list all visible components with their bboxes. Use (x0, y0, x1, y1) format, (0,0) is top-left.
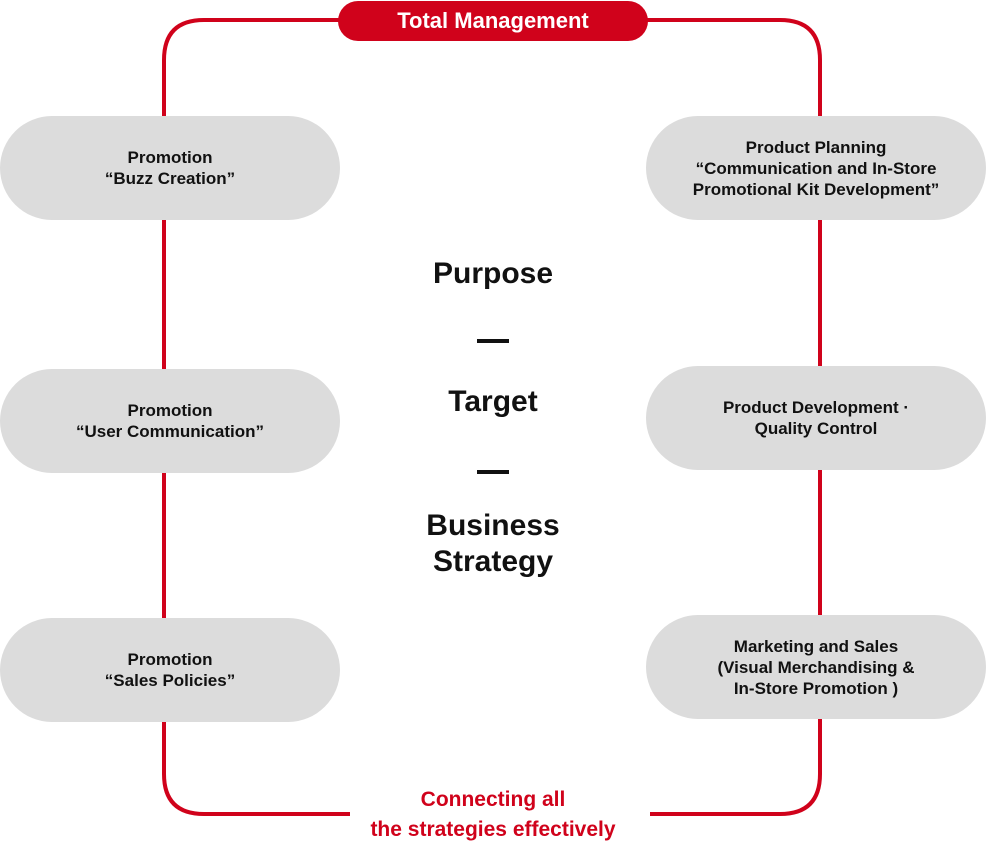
pill-line: Marketing and Sales (733, 636, 899, 656)
center-dash (477, 339, 509, 343)
pill-line: Product Planning (745, 137, 887, 157)
center-target: Target (448, 385, 538, 418)
pill-line: Quality Control (754, 419, 878, 438)
center-dash (477, 470, 509, 474)
promotion-user-communication-pill: Promotion “User Communication” (0, 369, 340, 473)
pill-line: Promotional Kit Development” (692, 179, 940, 199)
promotion-sales-policies-pill: Promotion “Sales Policies” (0, 618, 340, 722)
center-business-strategy: Business Strategy (343, 508, 643, 580)
pill-line: In-Store Promotion ) (733, 678, 899, 698)
total-management-badge: Total Management (338, 1, 648, 41)
pill-title: Promotion (127, 650, 213, 669)
pill-line: Product Development · (722, 398, 910, 417)
pill-subtitle: “User Communication” (76, 422, 264, 441)
product-planning-pill: Product Planning “Communication and In-S… (646, 116, 986, 220)
pill-title: Promotion (127, 401, 213, 420)
footer-caption: Connecting all the strategies effectivel… (343, 785, 643, 845)
marketing-and-sales-pill: Marketing and Sales (Visual Merchandisin… (646, 615, 986, 719)
footer-line: Connecting all (420, 788, 566, 811)
strategy-line: Business (426, 509, 560, 542)
strategy-line: Strategy (432, 545, 554, 578)
total-management-label: Total Management (397, 8, 589, 33)
pill-subtitle: “Sales Policies” (104, 671, 236, 690)
promotion-buzz-creation-pill: Promotion “Buzz Creation” (0, 116, 340, 220)
pill-subtitle: “Buzz Creation” (104, 169, 236, 188)
footer-line: the strategies effectively (370, 818, 616, 841)
center-purpose: Purpose (432, 257, 554, 290)
pill-title: Promotion (127, 148, 213, 167)
pill-line: “Communication and In-Store (695, 158, 937, 178)
product-development-pill: Product Development · Quality Control (646, 366, 986, 470)
pill-line: (Visual Merchandising & (717, 657, 915, 677)
